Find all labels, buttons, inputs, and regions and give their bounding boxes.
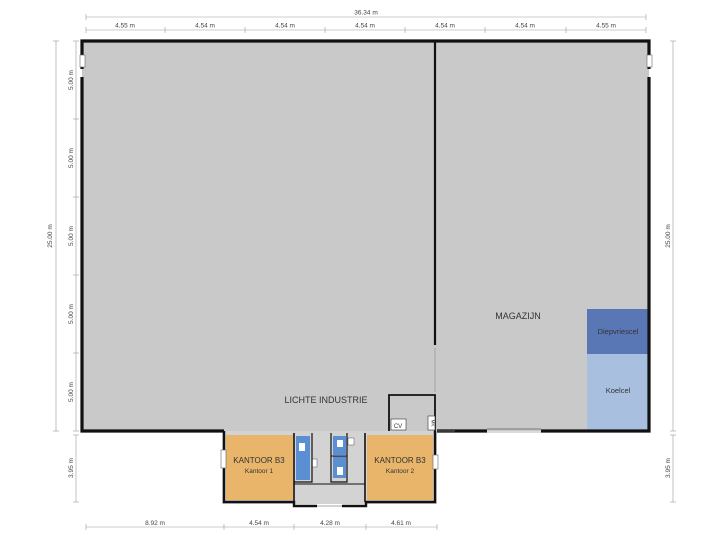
hall-wall-right [541,77,651,433]
hall-floor [82,41,649,431]
cv-box [390,418,407,431]
dim-left-seg-1: 5.00 m [68,70,75,90]
dim-annex-left: 3.95 m [68,434,79,503]
dim-left-seg-2: 5.00 m [68,148,75,168]
koelcel-room [587,354,649,431]
dim-left-seg-4: 5.00 m [68,304,75,324]
label-office-left-title: KANTOOR B3 [233,456,285,465]
bathroom-1 [296,436,310,480]
door-top-right [646,54,653,68]
sink-2 [347,437,355,446]
sink-1 [311,458,318,468]
dim-bottom-seg-3: 4.28 m [320,520,340,527]
office-left-room [226,435,293,500]
dim-top-seg-7: 4.55 m [596,23,616,30]
dim-top-seg-6: 4.54 m [515,23,535,30]
mk-box [427,415,436,431]
dim-top-seg-5: 4.54 m [435,23,455,30]
label-office-right-title: KANTOOR B3 [374,456,426,465]
label-office-left-sub: Kantoor 1 [245,468,274,475]
bathroom-wall-2 [330,433,348,483]
dim-right-total: 25.00 m [665,40,676,432]
label-lichte-industrie: LICHTE INDUSTRIE [284,395,367,405]
dim-bottom-seg-2: 4.54 m [249,520,269,527]
label-mk: MK [431,420,436,427]
hall-wall-left [80,77,224,433]
toilet-3 [337,467,343,475]
label-diepvriescel: Diepvriescel [598,327,639,336]
office-right-room [367,435,433,500]
dim-top: 4.55 m 4.54 m 4.54 m 4.54 m 4.54 m 4.54 … [85,23,647,33]
bathroom-wall-1 [294,433,313,483]
cv-room-wall [388,394,436,431]
dim-bottom: 8.92 m 4.54 m 4.28 m 4.61 m [85,520,438,530]
diepvriescel-room [587,309,649,354]
dim-left: 5.00 m 5.00 m 5.00 m 5.00 m 5.00 m [68,40,79,432]
toilet-1 [299,443,305,451]
door-top-left [79,54,86,68]
dim-left-total: 25.00 m [47,40,59,432]
dim-total-width-label: 36.34 m [354,10,378,17]
dim-total-width: 36.34 m [85,10,647,20]
label-magazijn: MAGAZIJN [495,311,541,321]
annex-window-left [220,449,227,469]
entrance-floor [296,484,366,504]
label-office-right-sub: Kantoor 2 [386,468,415,475]
label-koelcel: Koelcel [606,386,631,395]
annex-window-right [432,454,439,470]
dim-left-seg-5: 5.00 m [68,382,75,402]
dim-bottom-seg-1: 8.92 m [145,520,165,527]
dim-annex-right-label: 3.95 m [665,458,672,478]
dim-top-seg-2: 4.54 m [195,23,215,30]
dim-top-seg-3: 4.54 m [275,23,295,30]
label-cv: CV [394,424,402,430]
dim-annex-left-label: 3.95 m [68,458,75,478]
dim-top-seg-1: 4.55 m [115,23,135,30]
annex-wall-right [342,431,437,508]
dim-right-total-label: 25.00 m [665,224,672,248]
toilet-2 [337,440,343,447]
dim-annex-right: 3.95 m [665,434,676,503]
dim-bottom-seg-4: 4.61 m [391,520,411,527]
dim-top-seg-4: 4.54 m [355,23,375,30]
dim-left-seg-3: 5.00 m [68,226,75,246]
dim-left-total-label: 25.00 m [47,224,54,248]
